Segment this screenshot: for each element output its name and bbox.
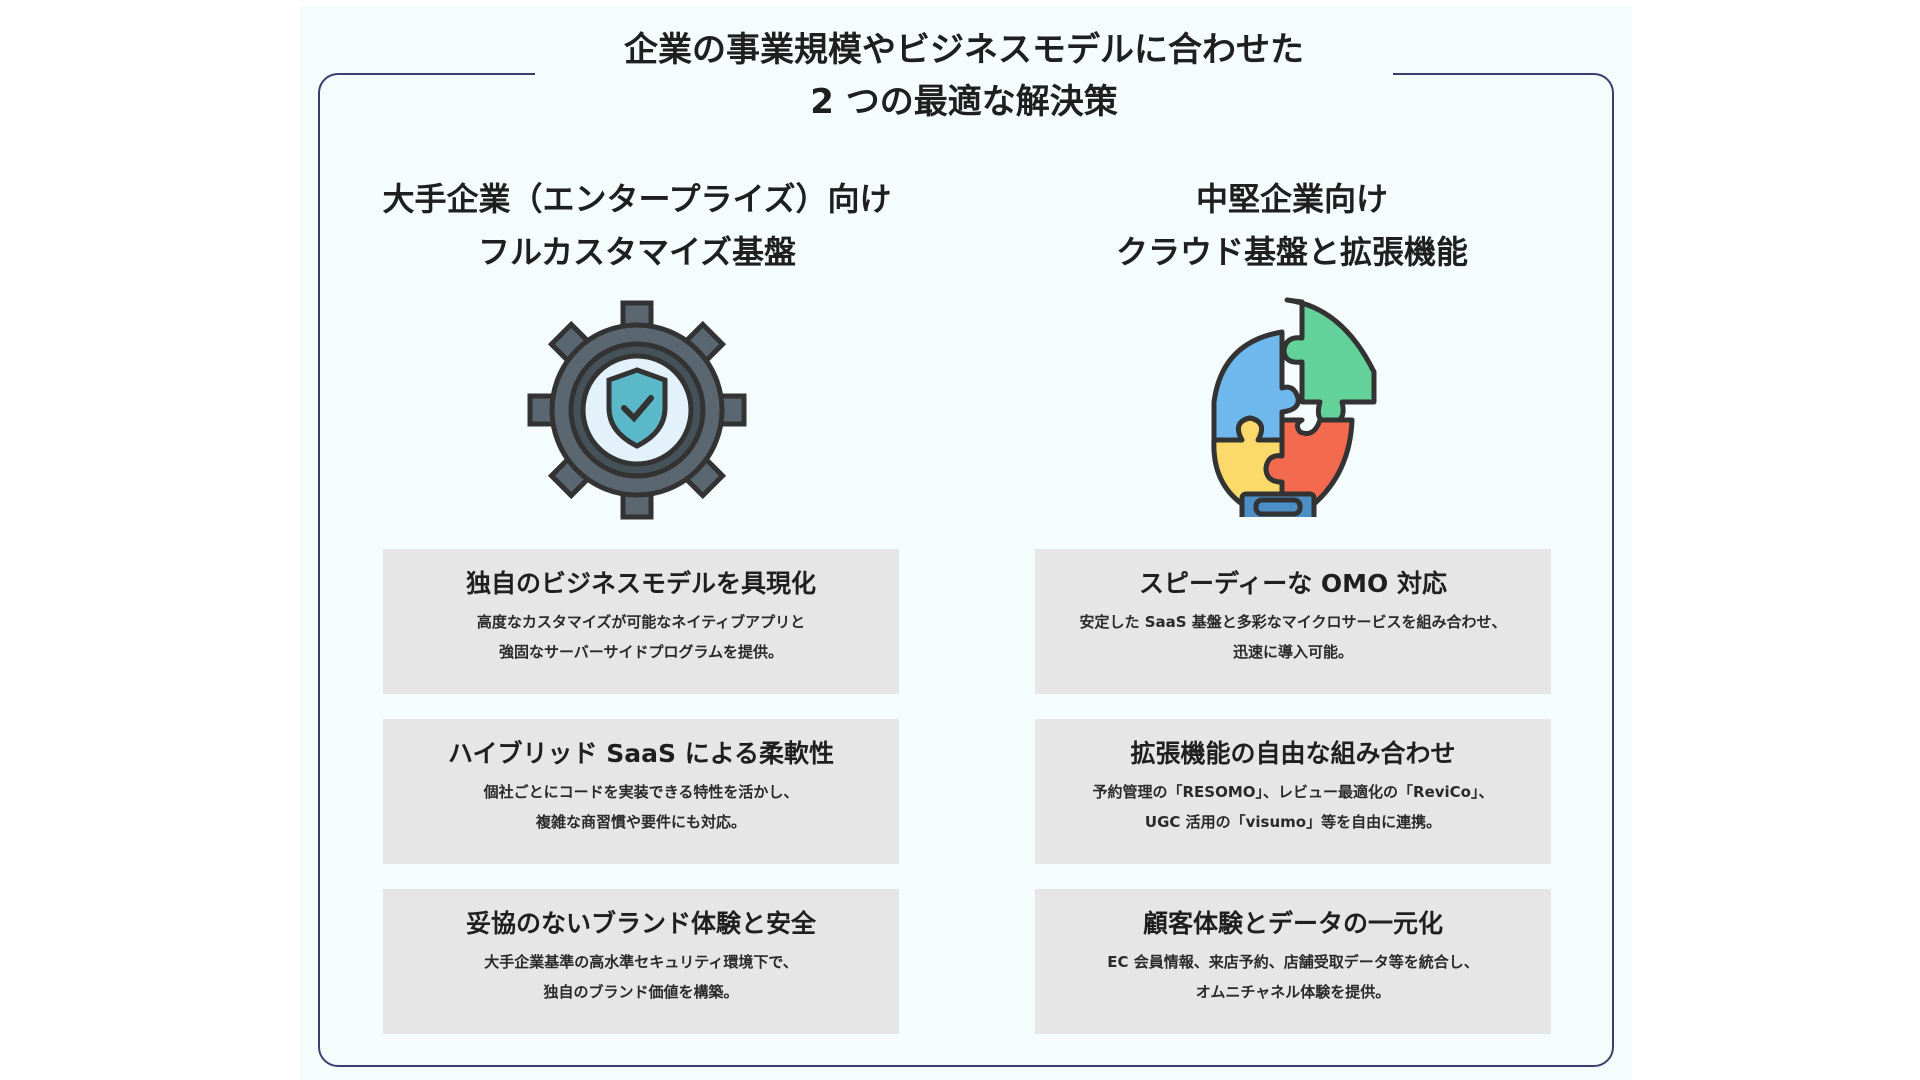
card-text: UGC 活用の「visumo」等を自由に連携。: [1144, 813, 1442, 831]
title-line-2: 2 つの最適な解決策: [810, 82, 1118, 122]
midsize-heading: 中堅企業向け クラウド基盤と拡張機能: [972, 173, 1612, 279]
card-title: ハイブリッド SaaS による柔軟性: [448, 739, 834, 768]
card-title: 独自のビジネスモデルを具現化: [465, 569, 816, 598]
card-text: 予約管理の「RESOMO」、レビュー最適化の「ReviCo」、: [1092, 783, 1494, 801]
feature-card: 拡張機能の自由な組み合わせ 予約管理の「RESOMO」、レビュー最適化の「Rev…: [1035, 719, 1551, 864]
card-text: オムニチャネル体験を提供。: [1195, 983, 1391, 1001]
enterprise-heading-line-2: フルカスタマイズ基盤: [477, 233, 797, 271]
feature-card: 妥協のないブランド体験と安全 大手企業基準の高水準セキュリティ環境下で、 独自の…: [383, 889, 899, 1034]
feature-card: スピーディーな OMO 対応 安定した SaaS 基盤と多彩なマイクロサービスを…: [1035, 549, 1551, 694]
card-text: 高度なカスタマイズが可能なネイティブアプリと: [476, 613, 806, 631]
card-title: スピーディーな OMO 対応: [1138, 569, 1448, 598]
card-text: 強固なサーバーサイドプログラムを提供。: [498, 643, 784, 661]
card-text: 安定した SaaS 基盤と多彩なマイクロサービスを組み合わせ、: [1079, 613, 1507, 631]
gear-shield-icon: [527, 300, 747, 524]
card-title: 妥協のないブランド体験と安全: [465, 909, 816, 938]
card-text: EC 会員情報、来店予約、店舗受取データ等を統合し、: [1107, 953, 1479, 971]
feature-card: 顧客体験とデータの一元化 EC 会員情報、来店予約、店舗受取データ等を統合し、 …: [1035, 889, 1551, 1034]
puzzle-lightbulb-icon: [1202, 292, 1382, 523]
card-text: 複雑な商習慣や要件にも対応。: [535, 813, 746, 831]
page-title: 企業の事業規模やビジネスモデルに合わせた 2 つの最適な解決策: [535, 24, 1393, 128]
feature-card: ハイブリッド SaaS による柔軟性 個社ごとにコードを実装できる特性を活かし、…: [383, 719, 899, 864]
card-title: 拡張機能の自由な組み合わせ: [1130, 739, 1456, 768]
midsize-heading-line-1: 中堅企業向け: [1195, 180, 1388, 218]
card-title: 顧客体験とデータの一元化: [1142, 909, 1443, 938]
title-line-1: 企業の事業規模やビジネスモデルに合わせた: [624, 30, 1304, 70]
feature-card: 独自のビジネスモデルを具現化 高度なカスタマイズが可能なネイティブアプリと 強固…: [383, 549, 899, 694]
card-text: 個社ごとにコードを実装できる特性を活かし、: [483, 783, 799, 801]
card-text: 迅速に導入可能。: [1232, 643, 1353, 661]
card-text: 独自のブランド価値を構築。: [543, 983, 739, 1001]
enterprise-heading: 大手企業（エンタープライズ）向け フルカスタマイズ基盤: [317, 173, 957, 279]
card-text: 大手企業基準の高水準セキュリティ環境下で、: [484, 953, 798, 971]
frame-title-gap: [535, 66, 1393, 80]
midsize-heading-line-2: クラウド基盤と拡張機能: [1115, 233, 1468, 271]
enterprise-heading-line-1: 大手企業（エンタープライズ）向け: [382, 180, 892, 218]
